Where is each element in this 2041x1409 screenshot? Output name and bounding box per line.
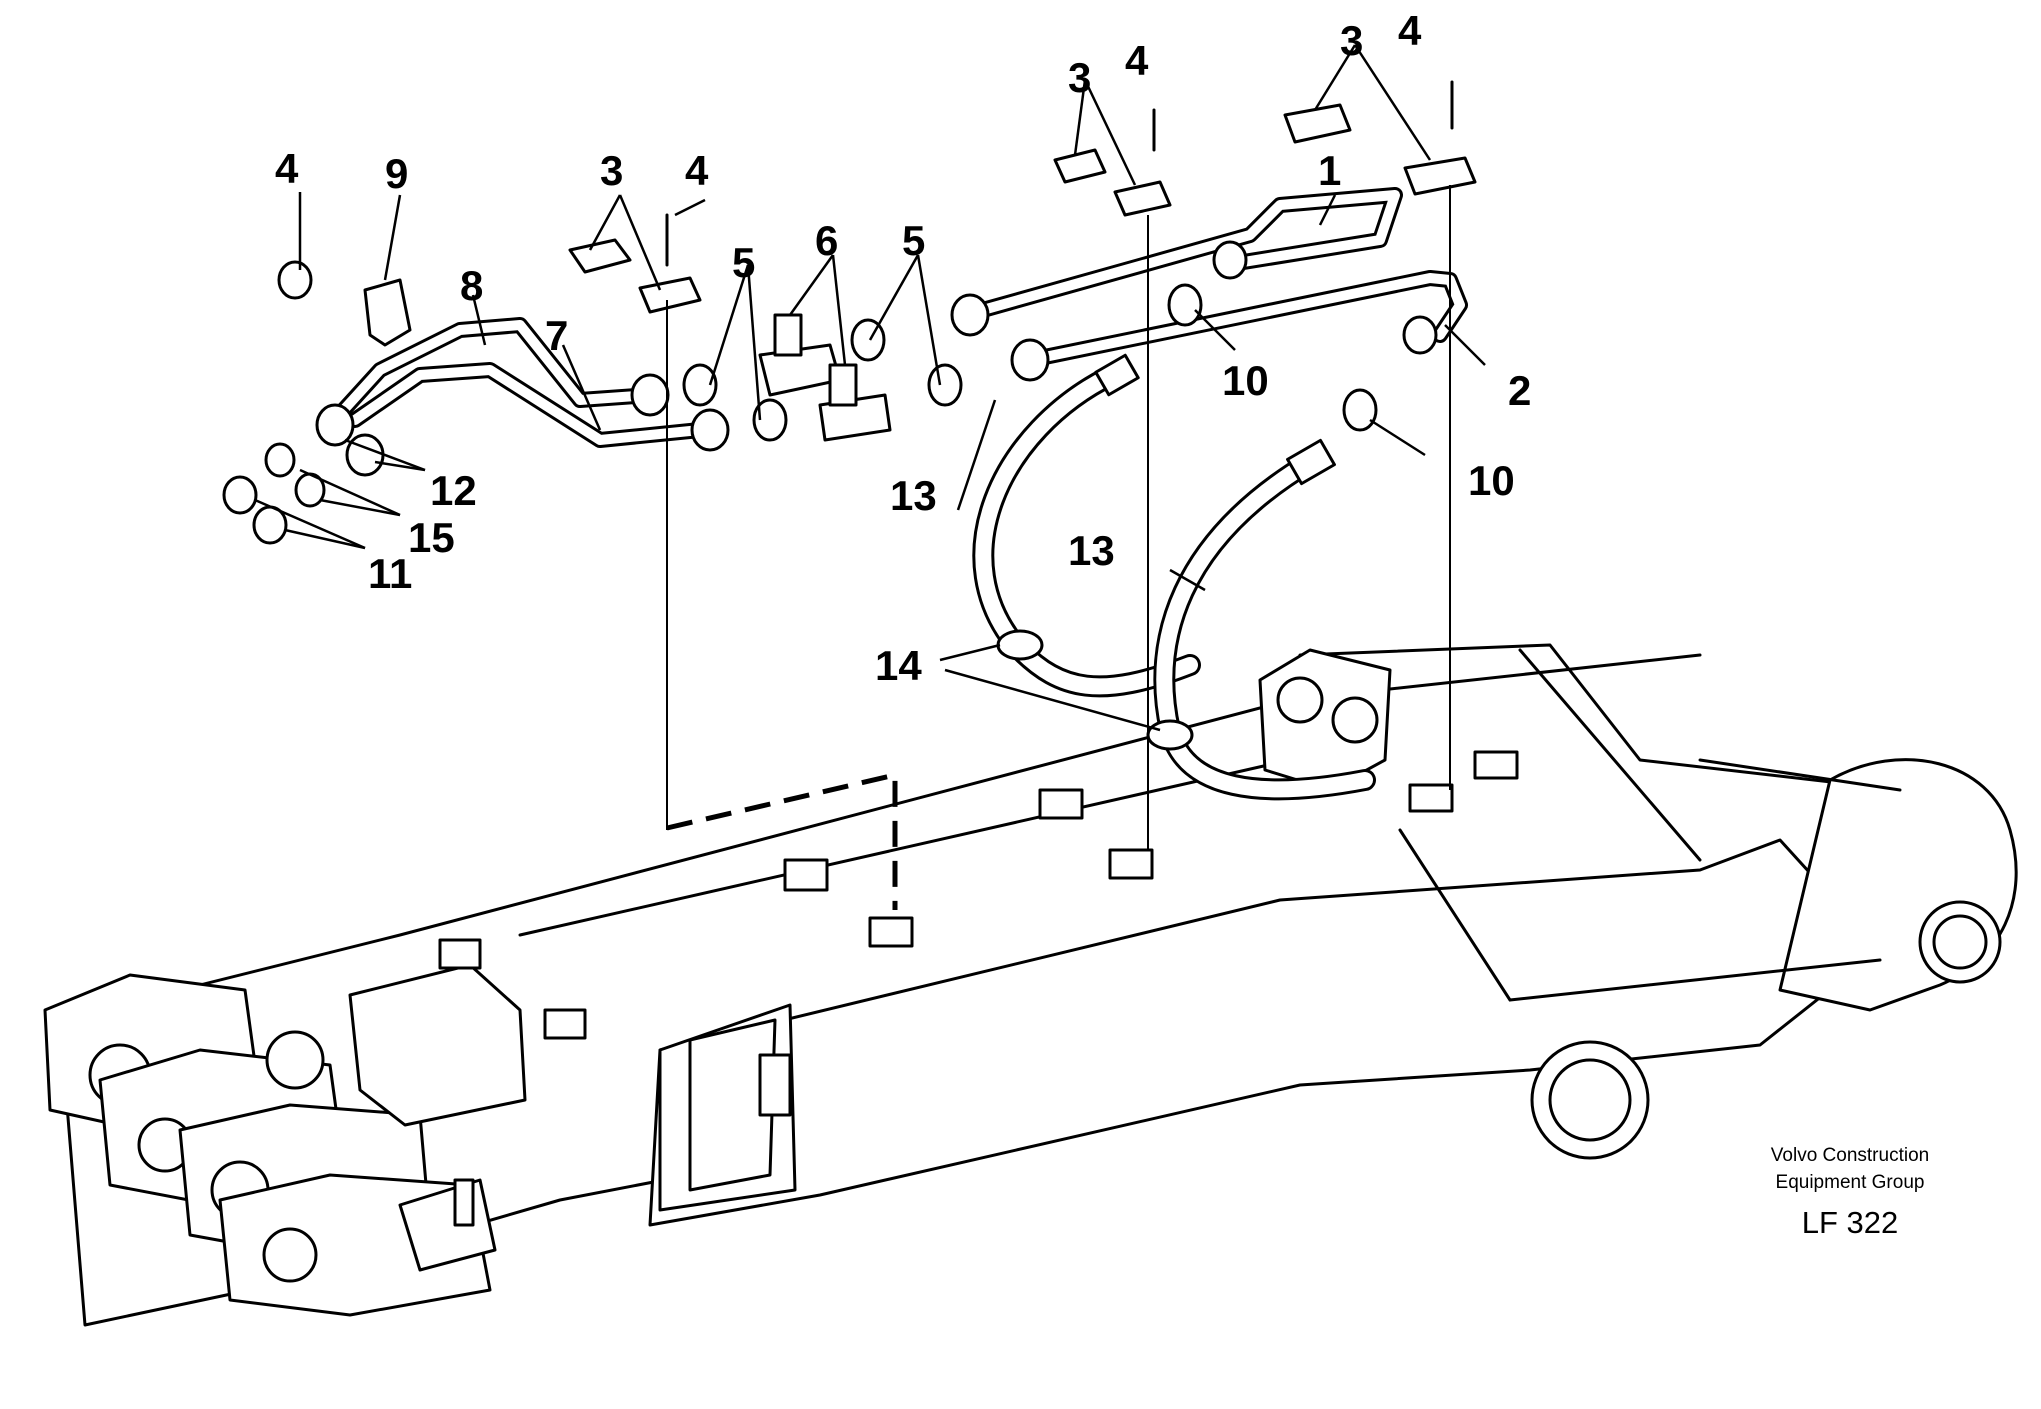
pipe-nut: [1212, 240, 1248, 280]
company-name: Volvo Construction Equipment Group: [1740, 1142, 1960, 1196]
pipe-nut: [1010, 338, 1050, 382]
callout-3: 3: [600, 147, 623, 194]
callout-8: 8: [460, 262, 483, 309]
clamp-9: [363, 278, 412, 347]
hydraulic-pipes: [315, 187, 1468, 477]
rear-pin-bore-inner: [1932, 914, 1988, 970]
nipple-5: [752, 398, 788, 442]
front-head-block: [348, 963, 527, 1127]
nipple-10: [1342, 388, 1378, 432]
callout-labels: 4 9 8 7 3 4 5 6 5 3 4 3 4 1 10 2 10 13 1…: [275, 7, 1531, 689]
bolt-4-nut: [277, 260, 313, 300]
hose-clamp-14-a: [996, 629, 1044, 661]
clip-block: [438, 938, 482, 970]
callout-15: 15: [408, 514, 455, 561]
clip-block: [758, 1053, 792, 1117]
callout-5: 5: [902, 217, 925, 264]
clip-block: [1038, 788, 1084, 820]
pipe-nut: [690, 408, 730, 452]
pipe-nut: [315, 403, 355, 447]
callout-10: 10: [1222, 357, 1269, 404]
callout-14: 14: [875, 642, 922, 689]
tee-6-a-stem: [773, 313, 803, 357]
callout-5: 5: [732, 239, 755, 286]
front-pin-boss: [265, 1030, 325, 1090]
callout-4: 4: [1125, 37, 1149, 84]
hidden-assembly-line: [666, 771, 898, 910]
bolts-4: [665, 80, 1454, 267]
hose-end-fitting: [1094, 353, 1140, 397]
center-pivot-boss-inner: [1548, 1058, 1632, 1142]
nipple-15: [264, 442, 296, 478]
callout-6: 6: [815, 217, 838, 264]
company-line-2: Equipment Group: [1775, 1172, 1925, 1193]
clamp-half: [1403, 156, 1477, 196]
boom-edge-lines: [518, 648, 1902, 1002]
side-lug-block: [453, 1178, 475, 1227]
clip-block: [783, 858, 829, 892]
clip-block: [1408, 783, 1454, 813]
clamp-half: [1053, 148, 1107, 184]
boom-side-face: [648, 838, 1882, 1227]
front-pin-hole-4: [262, 1227, 318, 1283]
callout-4: 4: [685, 147, 709, 194]
hoses-13: [972, 353, 1376, 801]
hose-clamp-14-b: [1146, 719, 1194, 751]
callout-2: 2: [1508, 367, 1531, 414]
clamp-half: [1283, 103, 1352, 144]
figure-code: LF 322: [1801, 1205, 1899, 1240]
company-line-1: Volvo Construction: [1770, 1145, 1930, 1166]
clip-block: [1473, 750, 1519, 780]
nipple-5: [682, 363, 718, 407]
boom-structure: [43, 643, 2018, 1327]
callout-10: 10: [1468, 457, 1515, 504]
pipe-nut: [950, 293, 990, 337]
callout-3: 3: [1340, 17, 1363, 64]
callout-13: 13: [1068, 527, 1115, 574]
leader-lines: [254, 44, 1486, 732]
pipe-nut: [345, 433, 385, 477]
pipe-nut: [1402, 315, 1438, 355]
clip-block: [868, 916, 914, 948]
callout-13: 13: [890, 472, 937, 519]
clip-block: [1108, 848, 1154, 880]
clamp-halves-3: [568, 103, 1477, 314]
bracket-hole-2: [1331, 696, 1379, 744]
pipe-nut: [630, 373, 670, 417]
boom-gusset-inner: [688, 1018, 777, 1192]
hose-end-fitting: [1286, 438, 1336, 486]
clamp-half: [568, 238, 632, 274]
callout-3: 3: [1068, 54, 1091, 101]
nipple-10: [1167, 283, 1203, 327]
fittings: [222, 260, 1378, 545]
callout-9: 9: [385, 150, 408, 197]
clip-block: [543, 1008, 587, 1040]
clamp-half: [1113, 180, 1172, 217]
callout-7: 7: [545, 312, 568, 359]
bracket-hole-1: [1276, 676, 1324, 724]
assembly-lines: [666, 185, 1451, 910]
callout-4: 4: [1398, 7, 1422, 54]
clamp-half: [638, 276, 702, 314]
callout-1: 1: [1318, 147, 1341, 194]
boom-clip-blocks: [438, 750, 1519, 1117]
nipple-5: [927, 363, 963, 407]
callout-4: 4: [275, 145, 299, 192]
tee-6-b-stem: [828, 363, 858, 407]
callout-11: 11: [368, 550, 412, 597]
plug-11: [222, 475, 258, 515]
callout-12: 12: [430, 467, 477, 514]
